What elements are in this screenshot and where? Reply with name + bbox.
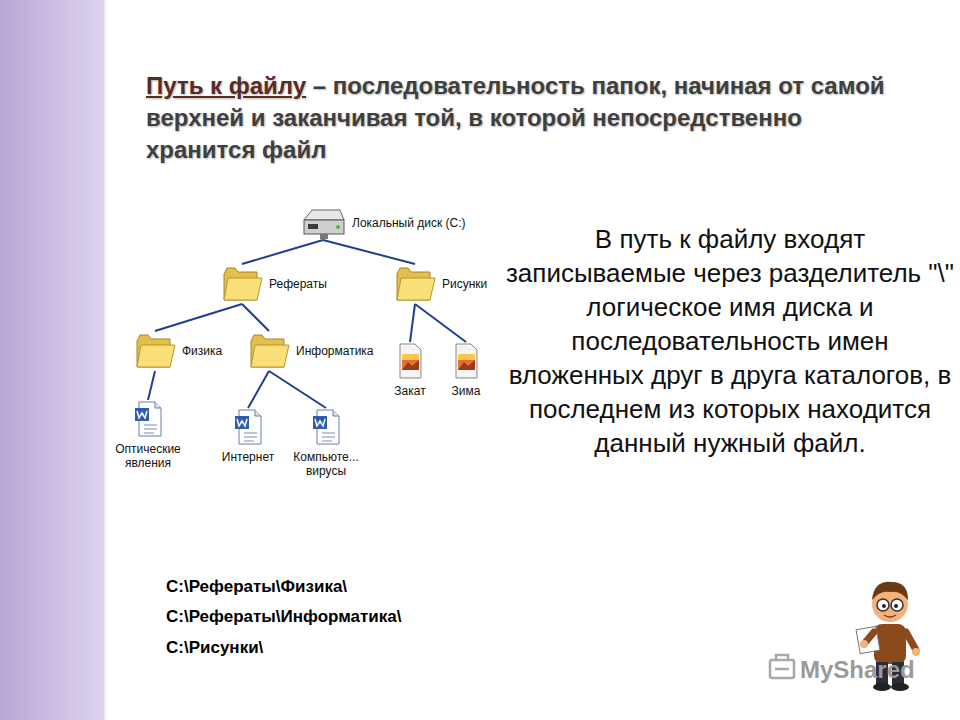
path-example: С:\Рефераты\Информатика\ [166,607,402,627]
node-label: Интернет [208,450,288,464]
path-example: С:\Рисунки\ [166,638,263,658]
disk-icon [300,206,346,240]
watermark-logo [770,655,794,678]
folder-icon [394,264,436,304]
tree-connector [415,304,466,342]
tree-connector [410,304,415,342]
file-node: Закат [370,342,450,398]
path-example: С:\Рефераты\Физика\ [166,577,347,597]
folder-node: Рисунки [394,264,487,304]
folder-node: Рефераты [221,264,327,304]
tree-connector [248,371,269,408]
tree-connector [242,304,269,331]
title-term: Путь к файлу [146,72,306,99]
file-node: Компьюте... вирусы [286,408,366,478]
tree-connector [323,240,415,264]
doc-icon [311,408,341,446]
file-node: Зима [426,342,506,398]
img-icon [453,342,479,380]
folder-node: Информатика [248,331,374,371]
side-band [0,0,106,720]
file-node: Интернет [208,408,288,464]
tree-connector [155,304,242,331]
node-label: Рисунки [442,277,487,291]
node-label: Оптические явления [108,442,188,470]
node-label: Локальный диск (С:) [352,216,466,230]
doc-icon [233,408,263,446]
drive-node: Локальный диск (С:) [300,206,466,240]
folder-icon [221,264,263,304]
node-label: Информатика [296,344,374,358]
folder-node: Физика [134,331,222,371]
file-node: Оптические явления [108,400,188,470]
doc-icon [133,400,163,438]
node-label: Рефераты [269,277,327,291]
tree-connector [269,371,326,408]
explanation-text: В путь к файлу входят записываемые через… [505,222,955,460]
folder-icon [134,331,176,371]
tree-connector [148,371,155,400]
tree-connector [242,240,323,264]
folder-icon [248,331,290,371]
img-icon [397,342,423,380]
node-label: Физика [182,344,222,358]
node-label: Закат [370,384,450,398]
watermark: MyShared [800,656,915,684]
node-label: Компьюте... вирусы [286,450,366,478]
slide-title: Путь к файлу – последовательность папок,… [146,70,916,166]
node-label: Зима [426,384,506,398]
